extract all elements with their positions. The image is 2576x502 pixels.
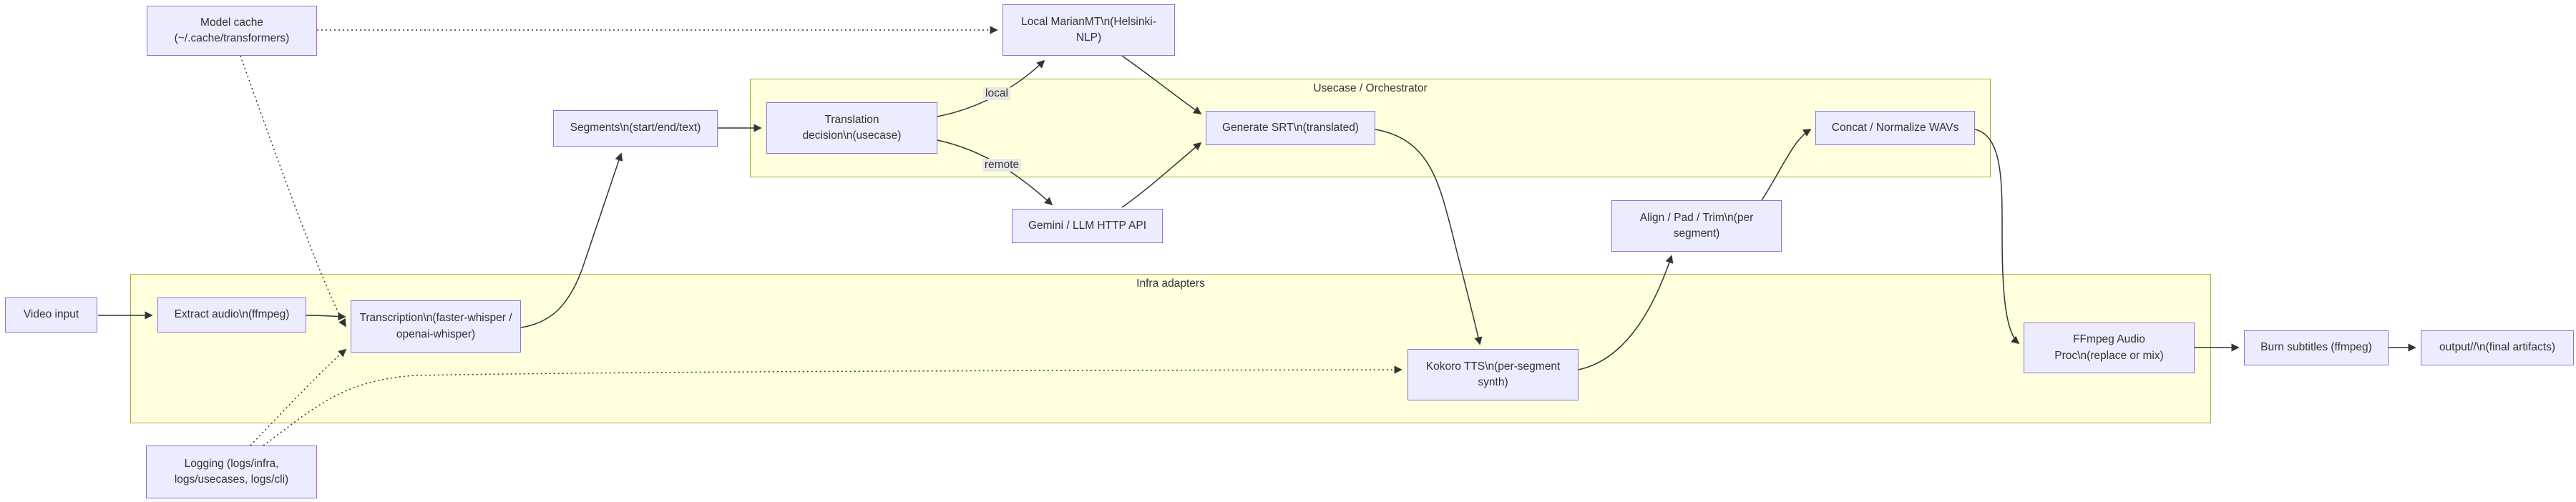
node-align-pad-trim: Align / Pad / Trim\n(per segment)	[1611, 200, 1782, 252]
node-video-input: Video input	[5, 297, 97, 333]
node-video-input-label: Video input	[23, 308, 79, 321]
node-concat-normalize-wavs-label: Concat / Normalize WAVs	[1831, 121, 1959, 134]
node-generate-srt-label: Generate SRT\n(translated)	[1222, 121, 1359, 134]
node-gemini-llm-api: Gemini / LLM HTTP API	[1012, 209, 1163, 243]
node-model-cache-label: Model cache (~/.cache/transformers)	[174, 16, 290, 44]
node-logging-label: Logging (logs/infra, logs/usecases, logs…	[174, 457, 289, 486]
node-translation-decision-label: Translation decision\n(usecase)	[802, 113, 902, 142]
node-gemini-llm-api-label: Gemini / LLM HTTP API	[1028, 219, 1147, 232]
node-kokoro-tts-label: Kokoro TTS\n(per-segment synth)	[1425, 360, 1561, 388]
node-generate-srt: Generate SRT\n(translated)	[1206, 111, 1375, 145]
node-model-cache: Model cache (~/.cache/transformers)	[147, 6, 317, 56]
edge-label-remote: remote	[982, 159, 1022, 172]
node-output-final-artifacts-label: output//\n(final artifacts)	[2439, 341, 2555, 354]
node-extract-audio: Extract audio\n(ffmpeg)	[157, 297, 306, 333]
edge-concat-to-ffmpeg-proc	[1974, 129, 2020, 345]
edge-kokoro-to-align	[1578, 255, 1674, 370]
node-transcription: Transcription\n(faster-whisper / openai-…	[351, 300, 521, 353]
node-extract-audio-label: Extract audio\n(ffmpeg)	[174, 308, 290, 321]
node-kokoro-tts: Kokoro TTS\n(per-segment synth)	[1407, 349, 1579, 400]
node-output-final-artifacts: output//\n(final artifacts)	[2421, 330, 2574, 365]
edge-align-to-concat	[1761, 129, 1812, 201]
edge-extract-audio-to-transcription	[306, 312, 346, 321]
node-burn-subtitles-label: Burn subtitles (ffmpeg)	[2260, 341, 2372, 354]
node-segments: Segments\n(start/end/text)	[553, 110, 718, 147]
node-burn-subtitles: Burn subtitles (ffmpeg)	[2244, 330, 2389, 365]
edge-logging-to-transcription	[250, 348, 347, 446]
edge-gemini-to-generate-srt	[1121, 142, 1202, 208]
node-translation-decision: Translation decision\n(usecase)	[766, 102, 937, 154]
edge-marianmt-to-generate-srt	[1121, 55, 1202, 114]
node-align-pad-trim-label: Align / Pad / Trim\n(per segment)	[1639, 211, 1754, 240]
node-concat-normalize-wavs: Concat / Normalize WAVs	[1815, 111, 1975, 145]
node-ffmpeg-audio-proc: FFmpeg Audio Proc\n(replace or mix)	[2024, 323, 2195, 373]
edge-model-cache-to-transcription	[240, 55, 346, 328]
edge-label-local: local	[983, 87, 1010, 100]
edge-logging-to-kokoro	[263, 365, 1402, 446]
node-segments-label: Segments\n(start/end/text)	[570, 122, 701, 134]
node-local-marianmt: Local MarianMT\n(Helsinki-NLP)	[1002, 4, 1175, 56]
node-local-marianmt-label: Local MarianMT\n(Helsinki-NLP)	[1021, 15, 1156, 44]
usecase-container-label: Usecase / Orchestrator	[1313, 82, 1428, 94]
edge-transcription-to-segments	[520, 152, 623, 328]
node-ffmpeg-audio-proc-label: FFmpeg Audio Proc\n(replace or mix)	[2054, 333, 2164, 362]
infra-container-label: Infra adapters	[1136, 277, 1205, 290]
node-transcription-label: Transcription\n(faster-whisper / openai-…	[359, 312, 512, 340]
edge-translation-to-gemini-remote	[937, 139, 1053, 206]
node-logging: Logging (logs/infra, logs/usecases, logs…	[146, 446, 317, 498]
edge-generate-srt-to-kokoro	[1375, 129, 1483, 345]
